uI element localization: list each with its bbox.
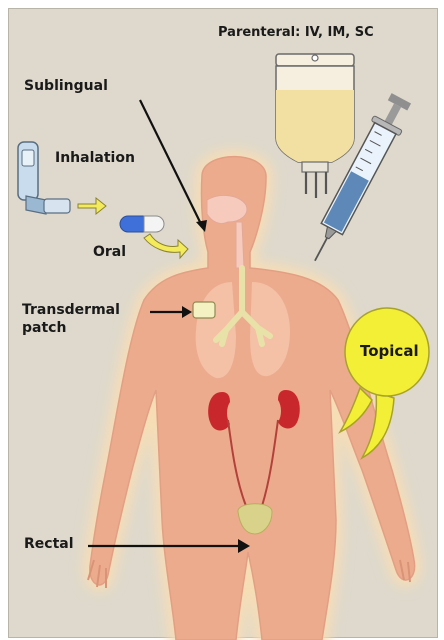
transdermal-patch-icon: [193, 302, 215, 318]
capsule-icon: [120, 216, 164, 232]
topical-label: Topical: [360, 343, 419, 360]
inhalation-arrow: [78, 198, 106, 214]
transdermal-label-line1: Transdermal: [22, 302, 120, 319]
oral-arrow: [144, 234, 188, 258]
rectal-label: Rectal: [24, 536, 74, 553]
sublingual-leader: [140, 100, 202, 226]
oral-label: Oral: [93, 244, 126, 261]
transdermal-label-line2: patch: [22, 320, 66, 337]
sublingual-label: Sublingual: [24, 78, 108, 95]
parenteral-label: Parenteral: IV, IM, SC: [218, 24, 374, 41]
iv-bag-icon: [276, 54, 354, 198]
inhalation-label: Inhalation: [55, 150, 135, 167]
